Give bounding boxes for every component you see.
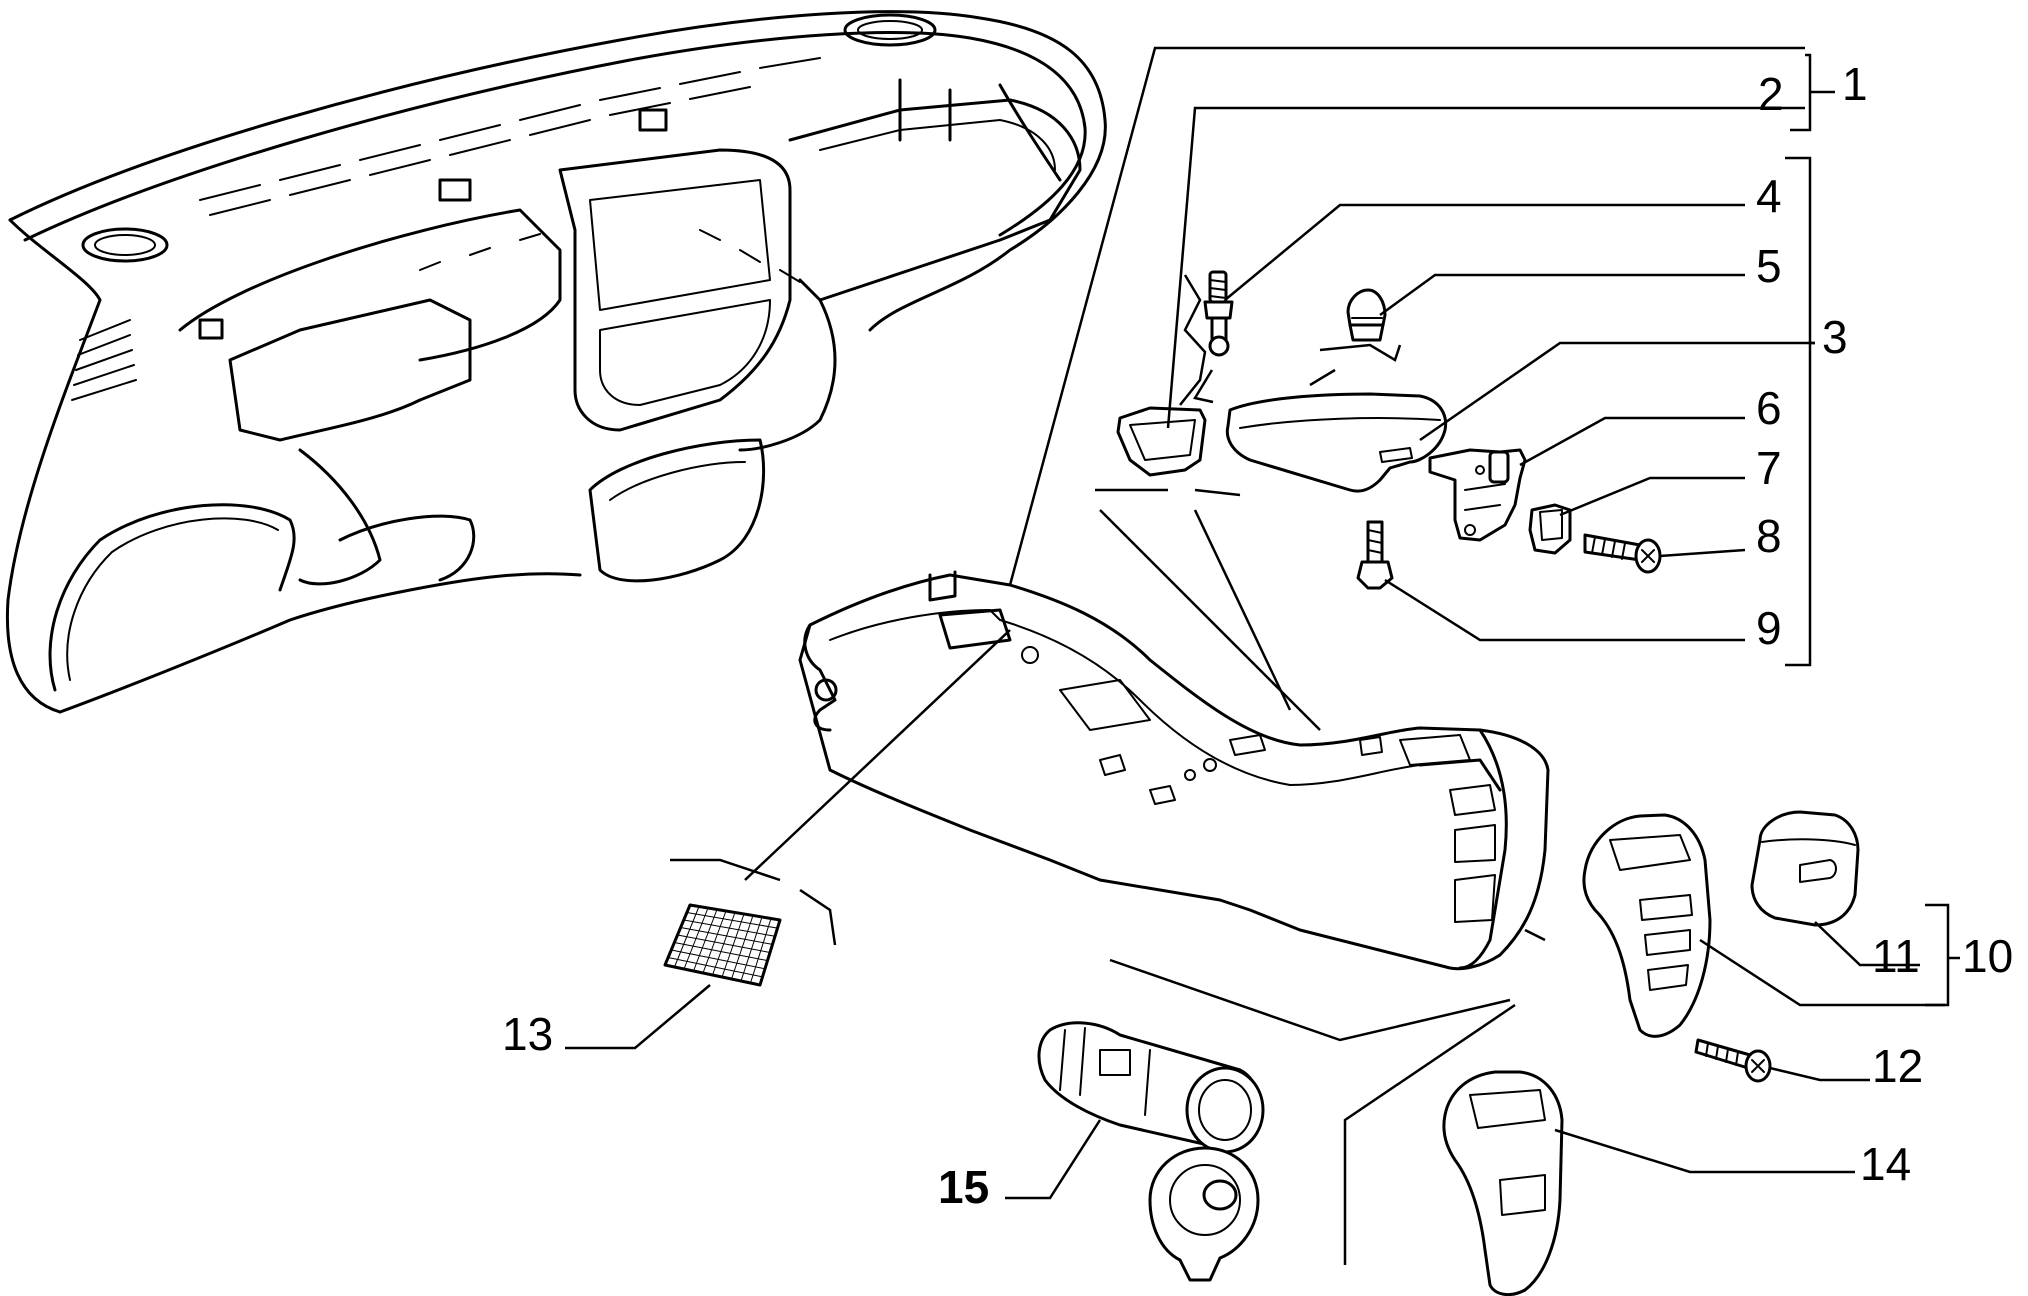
callout-6: 6	[1756, 382, 1782, 434]
guide-lines	[670, 46, 1805, 1265]
armrest-lid	[1225, 392, 1448, 493]
brackets	[1785, 53, 1960, 1007]
callout-2: 2	[1758, 68, 1784, 120]
callout-leaders	[565, 203, 1945, 1200]
rear-bezel-14	[1442, 1070, 1564, 1296]
callout-14: 14	[1860, 1138, 1911, 1190]
front-bezel	[1582, 813, 1712, 1038]
callout-15: 15	[938, 1161, 989, 1213]
cigar-lighter-15	[1037, 1021, 1265, 1282]
hinge-6	[1428, 448, 1527, 542]
ashtray-insert-11	[1750, 810, 1860, 927]
screw-8	[1583, 533, 1662, 574]
callout-4: 4	[1756, 170, 1782, 222]
center-console	[798, 570, 1550, 971]
mesh-pad-13	[663, 903, 782, 987]
screw-9	[1356, 520, 1394, 590]
callout-7: 7	[1756, 442, 1782, 494]
callout-3: 3	[1822, 311, 1848, 363]
callout-numbers: 1 2 3 4 5 6 7 8 9 10 11 12 13 14 15	[502, 58, 2013, 1213]
nut-clip-7	[1528, 503, 1572, 555]
screw-12	[1694, 1038, 1772, 1083]
clip-5	[1346, 288, 1387, 342]
callout-10: 10	[1962, 930, 2013, 982]
latch-part	[1116, 406, 1207, 477]
callout-8: 8	[1756, 510, 1782, 562]
callout-1: 1	[1842, 58, 1868, 110]
callout-12: 12	[1872, 1040, 1923, 1092]
bolt-4	[1203, 270, 1234, 357]
callout-5: 5	[1756, 240, 1782, 292]
callout-11: 11	[1872, 930, 1920, 982]
callout-13: 13	[502, 1008, 553, 1060]
callout-9: 9	[1756, 602, 1782, 654]
dashboard-panel	[5, 10, 1107, 714]
